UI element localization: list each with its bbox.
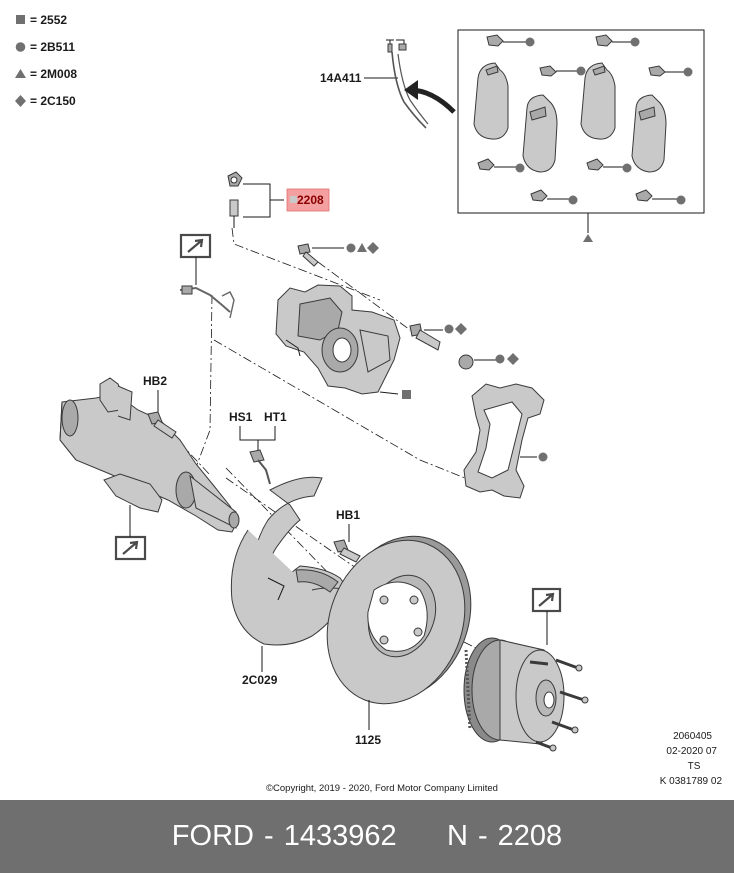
caliper-bracket [463,383,548,499]
wheel-hub [463,637,589,752]
circle-marker-icon [444,324,454,334]
clip-6-circle-icon [622,163,632,173]
reference-arrow-box-mid [114,505,147,561]
ref-line-4: K 0381789 02 [660,776,723,787]
callout-2208: 2208 [297,193,324,207]
clip-5-circle-icon [515,163,525,173]
pad-clip-2 [595,34,640,47]
triangle-marker-icon [357,243,367,252]
square-marker-icon [290,196,297,203]
clip-3-circle-icon [576,66,586,76]
legend-square-icon [16,15,25,24]
brake-pad-inset [457,29,705,242]
pad-clip-8 [635,189,686,205]
ref-line-2: 02-2020 07 [666,746,717,757]
clip-2-circle-icon [630,37,640,47]
caliper-bushing [458,353,519,370]
footer-bar: FORD - 1433962 N - 2208 [0,800,734,873]
pad-clip-6 [586,158,632,173]
clip-7-circle-icon [568,195,578,205]
circle-marker-icon [346,243,356,253]
caliper-bolt-top [297,242,379,267]
footer-brand: FORD [171,820,254,852]
brake-disc: 1125 [326,535,472,747]
reference-arrow-box-top [179,233,212,285]
footer-ref: N - 2208 [446,820,563,852]
pad-clip-4 [648,65,693,77]
brake-pad-3 [580,62,616,140]
callout-2c029: 2C029 [242,673,278,687]
legend-triangle-icon [15,69,26,78]
clip-8-circle-icon [676,195,686,205]
ref-line-1: 2060405 [673,731,712,742]
inset-triangle-icon [583,234,593,242]
legend-label-triangle: = 2M008 [30,67,77,81]
reference-block: 2060405 02-2020 07 TS K 0381789 02 [660,731,723,787]
legend-label-circle: = 2B511 [30,40,75,54]
brake-pad-4 [631,94,667,173]
pad-clip-5 [477,158,525,173]
exploded-parts-diagram: = 2552 = 2B511 = 2M008 = 2C150 [15,13,723,794]
legend-diamond-icon [15,95,26,107]
legend-circle-icon [15,42,26,52]
reference-arrow-box-hub [531,587,562,645]
legend: = 2552 = 2B511 = 2M008 = 2C150 [15,13,77,108]
clip-1-circle-icon [525,37,535,47]
external-arrow-icon [187,238,204,253]
circle-marker-icon [495,354,505,364]
callout-hb1: HB1 [336,508,360,522]
caliper-sensor-2208: 2208 [227,171,330,228]
footer-gap [397,820,447,853]
pad-clip-7 [530,189,578,205]
bolt-hb2-group: HB2 [143,374,177,439]
highlight-box-2208 [286,188,330,212]
circle-marker-icon [538,452,548,462]
diamond-marker-icon [367,242,379,254]
steering-knuckle [59,377,240,533]
square-marker-icon [402,390,411,399]
legend-label-square: = 2552 [30,13,67,27]
abs-sensor-wire [179,285,235,319]
bolt-hb1-group: HB1 [333,508,361,563]
external-arrow-icon [538,592,555,607]
callout-1125: 1125 [355,733,381,747]
legend-label-diamond: = 2C150 [30,94,76,108]
callout-14a411: 14A411 [320,71,362,85]
bolt-hs1-ht1-group: HS1 HT1 [229,410,287,485]
brake-pad-1 [473,62,509,140]
footer-part-number: 1433962 [283,820,397,852]
callout-hb2: HB2 [143,374,167,388]
clip-4-circle-icon [683,67,693,77]
footer-separator: - [253,820,284,852]
dust-shield: 2C029 [230,476,351,687]
caliper-guide-pin [409,323,467,351]
external-arrow-icon [122,540,139,555]
pad-clip-1 [486,34,535,47]
diamond-marker-icon [455,323,467,335]
diagram-canvas: = 2552 = 2B511 = 2M008 = 2C150 [15,13,723,794]
pad-clip-3 [539,65,586,77]
callout-ht1: HT1 [264,410,287,424]
brake-pad-2 [522,94,558,173]
diamond-marker-icon [507,353,519,365]
ref-line-3: TS [688,761,701,772]
copyright-notice: ©Copyright, 2019 - 2020, Ford Motor Comp… [266,783,498,794]
callout-hs1: HS1 [229,410,253,424]
brake-caliper [275,284,411,399]
pad-wear-sensor-group: 14A411 [320,39,456,129]
